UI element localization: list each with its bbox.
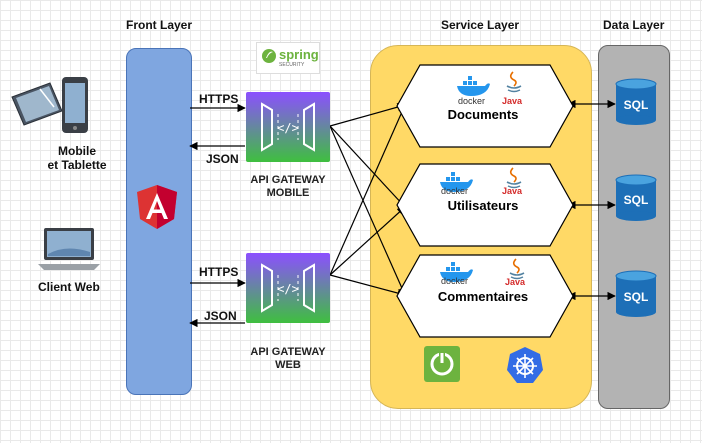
sql-label: SQL	[623, 98, 649, 112]
java-icon	[506, 167, 522, 189]
https-top-label: HTTPS	[199, 92, 239, 106]
spring-boot-icon	[424, 346, 460, 382]
service-documents	[396, 64, 574, 148]
sql-label: SQL	[623, 193, 649, 207]
docker-icon	[457, 76, 490, 96]
docker-icon	[440, 172, 473, 192]
sql-database-icon	[615, 174, 657, 221]
docker-text: docker	[441, 186, 469, 196]
angular-icon	[137, 185, 177, 229]
data-layer-title: Data Layer	[603, 18, 665, 32]
https-bottom-label: HTTPS	[199, 265, 239, 279]
java-icon	[506, 71, 522, 93]
service-layer-title: Service Layer	[441, 18, 520, 32]
api-gateway-web: </>	[246, 253, 330, 323]
laptop-icon	[38, 228, 100, 270]
docker-text: docker	[441, 276, 469, 286]
java-text: Java	[502, 186, 523, 196]
docker-icon	[440, 262, 473, 282]
java-icon	[509, 258, 525, 280]
gateway-web-label: API GATEWAY WEB	[250, 346, 326, 371]
java-text: Java	[505, 277, 526, 287]
spring-brand-text: spring	[279, 47, 319, 62]
sql-database-icon	[615, 78, 657, 125]
front-layer-title: Front Layer	[126, 18, 193, 32]
json-top-label: JSON	[206, 152, 239, 166]
service-utilisateurs-name: Utilisateurs	[447, 198, 519, 213]
service-commentaires-name: Commentaires	[437, 289, 529, 304]
kubernetes-icon	[507, 347, 543, 383]
gateway-mobile-label: API GATEWAY MOBILE	[250, 174, 326, 199]
java-text: Java	[502, 96, 523, 106]
svg-text:</>: </>	[277, 121, 299, 135]
api-gateway-mobile: </>	[246, 92, 330, 162]
service-commentaires	[396, 254, 574, 338]
web-client-label: Client Web	[38, 280, 100, 294]
mobile-client-label: Mobile et Tablette	[47, 144, 107, 172]
spring-security-icon: spring SECURITY	[256, 42, 320, 74]
sql-label: SQL	[623, 290, 649, 304]
json-bottom-label: JSON	[204, 309, 237, 323]
spring-brand-sub: SECURITY	[279, 62, 305, 68]
gateway-icon: </>	[261, 102, 315, 152]
gateway-icon: </>	[261, 263, 315, 313]
tablet-icon	[11, 77, 88, 133]
service-documents-name: Documents	[447, 107, 519, 122]
svg-text:</>: </>	[277, 282, 299, 296]
sql-database-icon	[615, 270, 657, 317]
docker-text: docker	[458, 96, 486, 106]
